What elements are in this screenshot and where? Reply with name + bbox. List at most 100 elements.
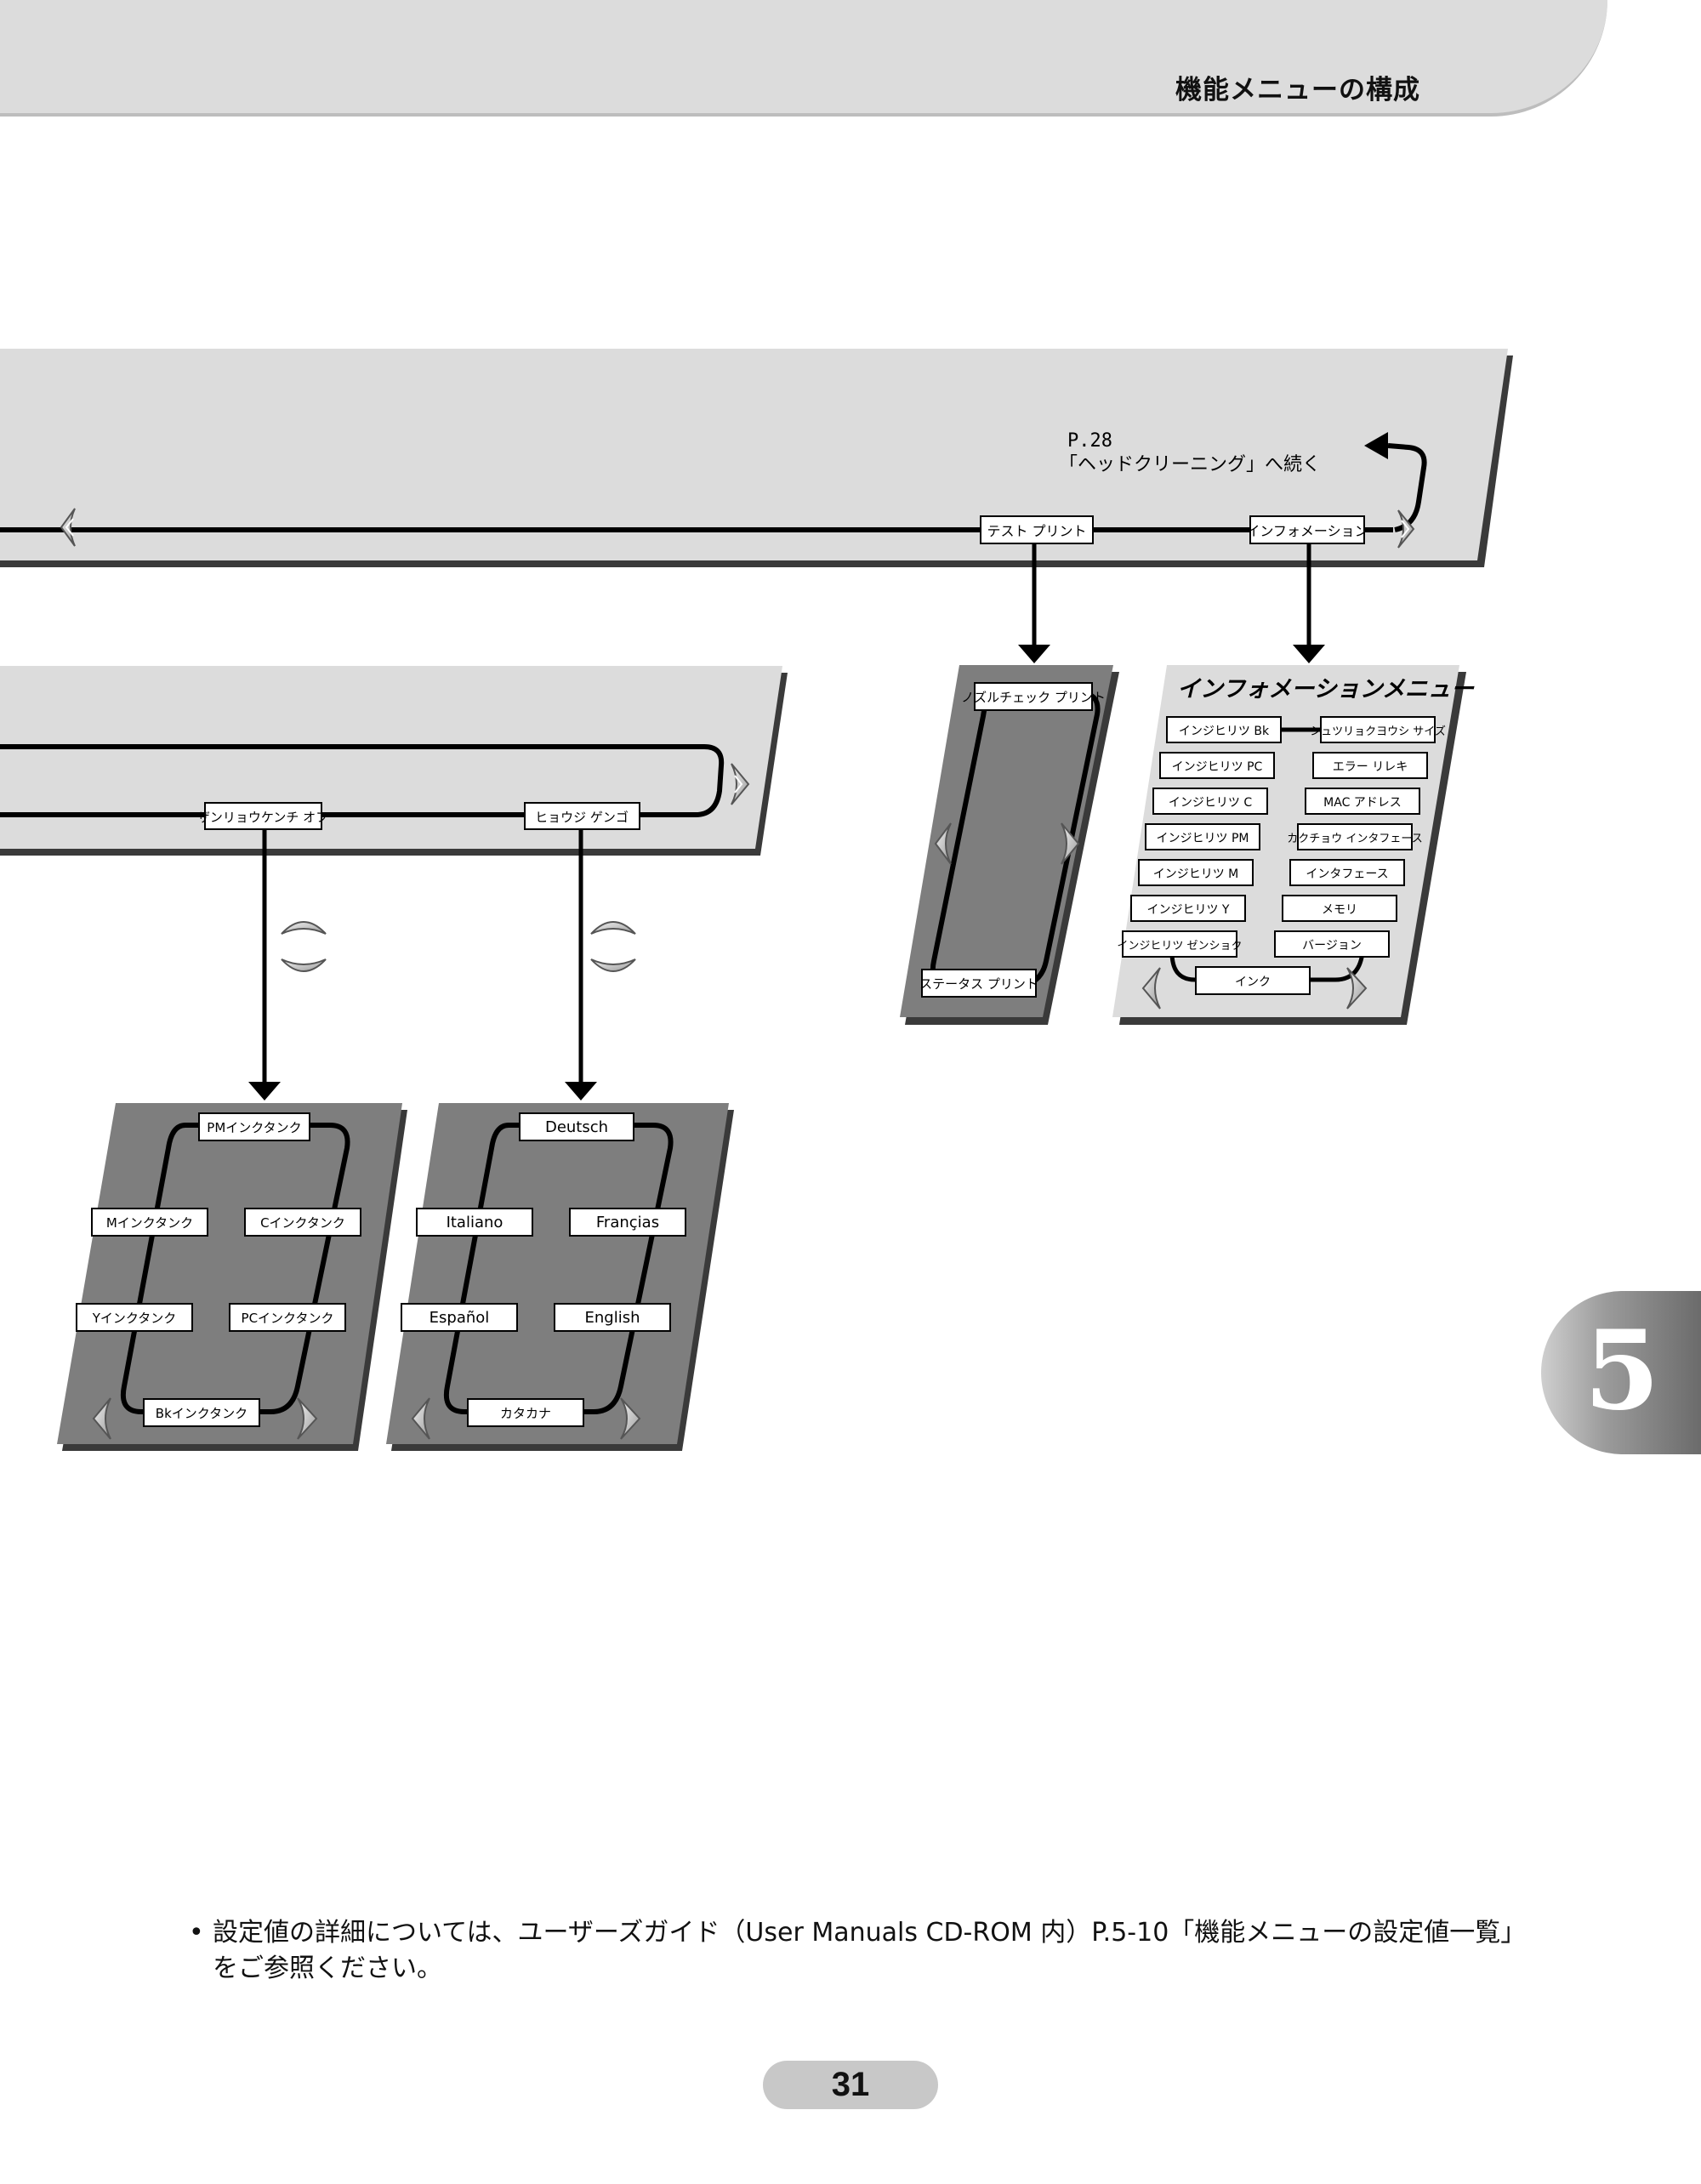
info-item-ink[interactable]: インク bbox=[1195, 966, 1311, 995]
ink-right-nav-icon[interactable] bbox=[297, 1397, 318, 1440]
svg-text:テスト プリント: テスト プリント bbox=[987, 523, 1086, 539]
svg-text:Español: Español bbox=[430, 1309, 490, 1327]
footnote-text: 設定値の詳細については、ユーザーズガイド（User Manuals CD-ROM… bbox=[213, 1918, 1514, 1983]
svg-text:Yインクタンク: Yインクタンク bbox=[92, 1311, 177, 1326]
svg-text:インジヒリツ Y: インジヒリツ Y bbox=[1146, 903, 1229, 917]
information-menu-title: インフォメーションメニュー bbox=[1177, 676, 1475, 702]
information-submenu-panel: インフォメーションメニュー インジヒリツ Bk インジヒリツ PC インジヒリツ… bbox=[1112, 665, 1475, 1025]
language-submenu-panel: Deutsch Italiano Françias Español Englis… bbox=[386, 1103, 734, 1451]
info-item-print-ratio-pc[interactable]: インジヒリツ PC bbox=[1159, 752, 1275, 779]
info-item-print-ratio-c[interactable]: インジヒリツ C bbox=[1152, 788, 1268, 815]
info-item-interface[interactable]: インタフェース bbox=[1289, 859, 1405, 886]
menu-item-ink-level-detect-off[interactable]: ザンリョウケンチ オフ bbox=[197, 802, 328, 830]
svg-text:カクチョウ インタフェース: カクチョウ インタフェース bbox=[1287, 833, 1422, 845]
info-item-print-ratio-pm[interactable]: インジヒリツ PM bbox=[1145, 823, 1260, 850]
svg-text:Deutsch: Deutsch bbox=[545, 1118, 608, 1136]
svg-text:PMインクタンク: PMインクタンク bbox=[207, 1120, 301, 1135]
svg-text:インジヒリツ C: インジヒリツ C bbox=[1169, 796, 1252, 810]
svg-text:PCインクタンク: PCインクタンク bbox=[242, 1311, 334, 1326]
svg-text:MAC アドレス: MAC アドレス bbox=[1323, 796, 1402, 810]
main-menu-left-nav-icon[interactable] bbox=[60, 508, 76, 547]
ink-item-pm[interactable]: PMインクタンク bbox=[198, 1112, 310, 1141]
ink-item-c[interactable]: Cインクタンク bbox=[244, 1208, 361, 1237]
info-item-print-ratio-m[interactable]: インジヒリツ M bbox=[1138, 859, 1254, 886]
info-item-mac-address[interactable]: MAC アドレス bbox=[1305, 788, 1420, 815]
info-item-output-paper-size[interactable]: シュツリョクヨウシ サイズ bbox=[1310, 716, 1446, 743]
ink-tank-submenu-panel: PMインクタンク Mインクタンク Cインクタンク Yインクタンク PCインクタン… bbox=[57, 1103, 407, 1451]
svg-text:インジヒリツ M: インジヒリツ M bbox=[1153, 867, 1239, 881]
language-item-deutsch[interactable]: Deutsch bbox=[519, 1112, 634, 1141]
chapter-tab: 5 bbox=[1541, 1291, 1701, 1454]
ink-up-down-nav-icon[interactable] bbox=[281, 921, 327, 972]
ink-item-bk[interactable]: Bkインクタンク bbox=[143, 1398, 260, 1427]
svg-text:インジヒリツ Bk: インジヒリツ Bk bbox=[1179, 725, 1270, 738]
svg-text:インジヒリツ PM: インジヒリツ PM bbox=[1157, 832, 1249, 845]
continuation-page-ref: P.28 bbox=[1067, 430, 1112, 452]
ink-left-nav-icon[interactable] bbox=[92, 1397, 111, 1440]
language-right-nav-icon[interactable] bbox=[620, 1397, 641, 1440]
continue-arrow-icon bbox=[1364, 432, 1388, 459]
svg-text:メモリ: メモリ bbox=[1322, 903, 1357, 917]
svg-text:Italiano: Italiano bbox=[447, 1214, 503, 1231]
svg-text:インジヒリツ PC: インジヒリツ PC bbox=[1172, 760, 1263, 774]
svg-text:シュツリョクヨウシ サイズ: シュツリョクヨウシ サイズ bbox=[1310, 725, 1446, 738]
menu-item-information[interactable]: インフォメーション bbox=[1246, 515, 1368, 544]
page-number-badge: 31 bbox=[763, 2061, 938, 2109]
info-item-error-history[interactable]: エラー リレキ bbox=[1312, 752, 1428, 779]
page-header-title: 機能メニューの構成 bbox=[1175, 75, 1420, 105]
test-print-right-nav-icon[interactable] bbox=[1061, 822, 1080, 865]
ink-item-m[interactable]: Mインクタンク bbox=[91, 1208, 208, 1237]
ink-item-y[interactable]: Yインクタンク bbox=[76, 1303, 193, 1332]
arrowhead-icon bbox=[1018, 645, 1050, 663]
settings-right-nav-icon[interactable] bbox=[731, 763, 750, 805]
header-band: 機能メニューの構成 bbox=[0, 0, 1607, 117]
info-item-memory[interactable]: メモリ bbox=[1282, 895, 1397, 922]
info-item-print-ratio-all[interactable]: インジヒリツ ゼンショク bbox=[1117, 930, 1243, 958]
info-item-extended-interface[interactable]: カクチョウ インタフェース bbox=[1287, 823, 1423, 850]
information-right-nav-icon[interactable] bbox=[1346, 967, 1368, 1010]
language-item-english[interactable]: English bbox=[554, 1303, 671, 1332]
language-left-nav-icon[interactable] bbox=[411, 1397, 430, 1440]
page-number: 31 bbox=[831, 2066, 870, 2103]
svg-text:カタカナ: カタカナ bbox=[500, 1406, 551, 1421]
menu-item-display-language[interactable]: ヒョウジ ゲンゴ bbox=[524, 802, 640, 830]
continuation-text: 「ヘッドクリーニング」へ続く bbox=[1059, 454, 1321, 475]
footnote: • 設定値の詳細については、ユーザーズガイド（User Manuals CD-R… bbox=[189, 1915, 1516, 1987]
svg-text:インタフェース: インタフェース bbox=[1306, 867, 1388, 881]
svg-text:English: English bbox=[585, 1309, 640, 1327]
svg-text:インジヒリツ ゼンショク: インジヒリツ ゼンショク bbox=[1117, 940, 1242, 953]
svg-text:バージョン: バージョン bbox=[1302, 939, 1362, 953]
main-menu-panel: P.28 「ヘッドクリーニング」へ続く テスト プリント インフォメーション bbox=[0, 349, 1513, 567]
info-item-print-ratio-bk[interactable]: インジヒリツ Bk bbox=[1166, 716, 1282, 743]
svg-text:インク: インク bbox=[1235, 975, 1271, 989]
svg-text:エラー リレキ: エラー リレキ bbox=[1333, 760, 1408, 774]
svg-text:ヒョウジ ゲンゴ: ヒョウジ ゲンゴ bbox=[535, 810, 629, 825]
language-up-down-nav-icon[interactable] bbox=[590, 921, 636, 972]
menu-item-status-print[interactable]: ステータス プリント bbox=[919, 969, 1038, 998]
test-print-left-nav-icon[interactable] bbox=[934, 822, 952, 865]
settings-submenu-panel: ザンリョウケンチ オフ ヒョウジ ゲンゴ bbox=[0, 666, 788, 856]
svg-text:ザンリョウケンチ オフ: ザンリョウケンチ オフ bbox=[197, 810, 328, 825]
test-print-submenu-panel: ノズルチェック プリント ステータス プリント bbox=[900, 665, 1119, 1025]
main-menu-right-nav-icon[interactable] bbox=[1397, 509, 1415, 549]
svg-text:Bkインクタンク: Bkインクタンク bbox=[156, 1406, 247, 1421]
arrowhead-icon bbox=[1293, 645, 1325, 663]
menu-item-test-print[interactable]: テスト プリント bbox=[980, 515, 1094, 544]
language-item-francais[interactable]: Françias bbox=[569, 1208, 686, 1237]
menu-item-nozzle-check-print[interactable]: ノズルチェック プリント bbox=[961, 682, 1106, 711]
ink-item-pc[interactable]: PCインクタンク bbox=[229, 1303, 346, 1332]
chapter-number: 5 bbox=[1584, 1307, 1660, 1435]
language-item-italiano[interactable]: Italiano bbox=[416, 1208, 533, 1237]
info-item-print-ratio-y[interactable]: インジヒリツ Y bbox=[1130, 895, 1246, 922]
svg-text:ノズルチェック プリント: ノズルチェック プリント bbox=[961, 690, 1106, 705]
language-item-espanol[interactable]: Español bbox=[401, 1303, 518, 1332]
language-item-katakana[interactable]: カタカナ bbox=[467, 1398, 584, 1427]
bullet-icon: • bbox=[189, 1918, 204, 1948]
svg-text:ステータス プリント: ステータス プリント bbox=[919, 976, 1038, 992]
svg-text:Françias: Françias bbox=[596, 1214, 659, 1231]
svg-text:Cインクタンク: Cインクタンク bbox=[260, 1215, 345, 1231]
information-left-nav-icon[interactable] bbox=[1141, 967, 1161, 1010]
arrowhead-icon bbox=[565, 1082, 597, 1101]
info-item-version[interactable]: バージョン bbox=[1274, 930, 1390, 958]
